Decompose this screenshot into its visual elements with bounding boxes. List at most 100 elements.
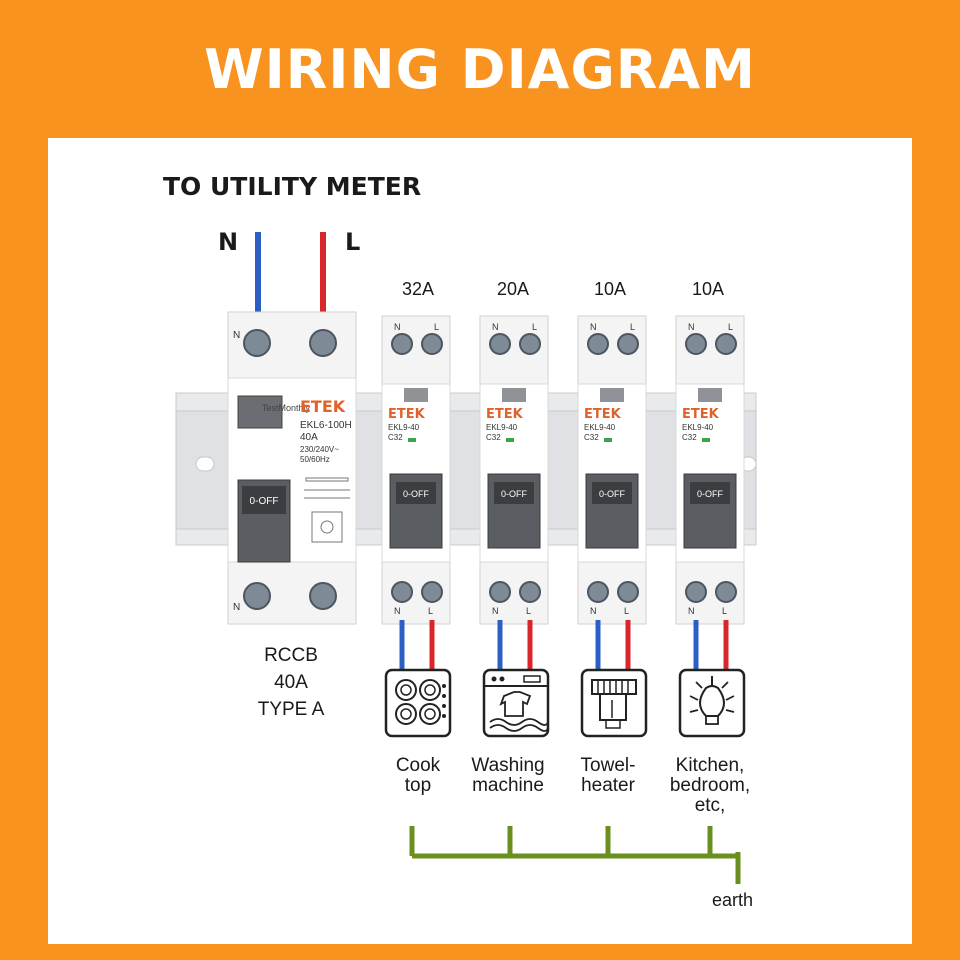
rccb-rating: 40A	[300, 432, 318, 443]
load-label-lighting: Kitchen, bedroom, etc,	[650, 756, 770, 816]
mcb-top-clip	[502, 388, 526, 402]
terminal-label-l: L	[526, 606, 531, 616]
breaker-4-rating: 10A	[691, 279, 725, 299]
mcb-status-indicator	[506, 438, 514, 442]
terminal-label-n: N	[688, 606, 695, 616]
mcb-curve: C32	[486, 433, 501, 442]
mcb-terminal-screw[interactable]	[519, 581, 541, 603]
washing-machine-icon	[482, 668, 550, 738]
cooktop-icon	[384, 668, 452, 738]
rccb-test-button[interactable]	[237, 395, 283, 429]
rccb-device: TestMonthly 0-OFF ETEK EKL6-100H 40A 230…	[227, 311, 357, 625]
mcb-model: EKL9-40	[584, 423, 616, 432]
mcb-terminal-screw[interactable]	[587, 581, 609, 603]
mcb-terminal-screw[interactable]	[715, 333, 737, 355]
load-label-washing-machine: Washing machine	[448, 756, 568, 796]
mcb-terminal-screw[interactable]	[489, 333, 511, 355]
mcb-model: EKL9-40	[682, 423, 714, 432]
terminal-label-l: L	[630, 322, 635, 332]
mcb-switch-label: 0-OFF	[403, 489, 430, 499]
mcb-terminal-screw[interactable]	[421, 333, 443, 355]
mcb-top-clip	[404, 388, 428, 402]
rccb-switch-label: 0-OFF	[250, 496, 279, 507]
load-label-towel-heater: Towel- heater	[548, 756, 668, 796]
mcb-terminal-screw[interactable]	[519, 333, 541, 355]
mcb-terminal-screw[interactable]	[715, 581, 737, 603]
mcb-terminal-screw[interactable]	[489, 581, 511, 603]
load-label-cooktop: Cook top	[358, 756, 478, 796]
mcb-model: EKL9-40	[486, 423, 518, 432]
terminal-label-n: N	[394, 322, 401, 332]
breaker-2-rating: 20A	[496, 279, 530, 299]
earth-label: earth	[712, 890, 754, 910]
load-label-line: machine	[472, 775, 544, 796]
rccb-voltage: 230/240V~	[300, 445, 339, 454]
terminal-label-l: L	[434, 322, 439, 332]
mcb-top-clip	[600, 388, 624, 402]
rccb-caption-rating: 40A	[274, 672, 308, 693]
mcb-curve: C32	[388, 433, 403, 442]
mcb-terminal-screw[interactable]	[685, 581, 707, 603]
supply-label: TO UTILITY METER	[163, 172, 422, 201]
terminal-label-n: N	[394, 606, 401, 616]
breaker-3-rating: 10A	[593, 279, 627, 299]
load-label-line: Kitchen,	[675, 755, 745, 776]
mcb-terminal-screw[interactable]	[391, 581, 413, 603]
mcb-switch-label: 0-OFF	[501, 489, 528, 499]
mcb-model: EKL9-40	[388, 423, 420, 432]
terminal-label-l: L	[428, 606, 433, 616]
mcb-brand: ETEK	[388, 407, 426, 422]
mcb-terminal-screw[interactable]	[421, 581, 443, 603]
supply-live-label: L	[345, 228, 361, 256]
rccb-terminal-bottom-n[interactable]	[243, 582, 271, 610]
rccb-model: EKL6-100H	[300, 420, 352, 431]
mcb-terminal-screw[interactable]	[617, 581, 639, 603]
rccb-circuit-symbol	[304, 477, 350, 543]
terminal-label-n: N	[590, 606, 597, 616]
towel-heater-icon	[580, 668, 648, 738]
load-label-line: Towel-	[580, 755, 636, 776]
mcb-top-clip	[698, 388, 722, 402]
mcb-brand: ETEK	[584, 407, 622, 422]
rccb-frequency: 50/60Hz	[300, 455, 330, 464]
rccb-terminal-bottom-l[interactable]	[309, 582, 337, 610]
light-bulb-icon	[678, 668, 746, 738]
rccb-caption-type: RCCB	[264, 645, 318, 666]
terminal-label-l: L	[728, 322, 733, 332]
load-label-line: heater	[581, 775, 635, 796]
mcb-curve: C32	[682, 433, 697, 442]
rccb-caption-class: TYPE A	[257, 699, 325, 720]
mcb-brand: ETEK	[682, 407, 720, 422]
breaker-1-rating: 32A	[401, 279, 435, 299]
mcb-switch-label: 0-OFF	[599, 489, 626, 499]
load-label-line: Washing	[471, 755, 545, 776]
terminal-label-n: N	[688, 322, 695, 332]
mcb-status-indicator	[604, 438, 612, 442]
mcb-terminal-screw[interactable]	[617, 333, 639, 355]
mcb-status-indicator	[408, 438, 416, 442]
terminal-label-l: L	[532, 322, 537, 332]
mcb-terminal-screw[interactable]	[391, 333, 413, 355]
rccb-terminal-top-l[interactable]	[309, 329, 337, 357]
terminal-label-l: L	[624, 606, 629, 616]
mcb-terminal-screw[interactable]	[587, 333, 609, 355]
supply-neutral-label: N	[218, 228, 239, 256]
load-icons-layer	[384, 668, 746, 738]
mcb-switch-label: 0-OFF	[697, 489, 724, 499]
rccb-label-n-top: N	[233, 330, 240, 341]
mcb-terminal-screw[interactable]	[685, 333, 707, 355]
mcb-curve: C32	[584, 433, 599, 442]
rccb-terminal-top-n[interactable]	[243, 329, 271, 357]
load-label-line: etc,	[694, 795, 726, 816]
load-label-line: top	[404, 775, 432, 796]
rccb-brand: ETEK	[300, 397, 346, 416]
page-title: WIRING DIAGRAM	[204, 38, 756, 101]
terminal-label-n: N	[492, 322, 499, 332]
